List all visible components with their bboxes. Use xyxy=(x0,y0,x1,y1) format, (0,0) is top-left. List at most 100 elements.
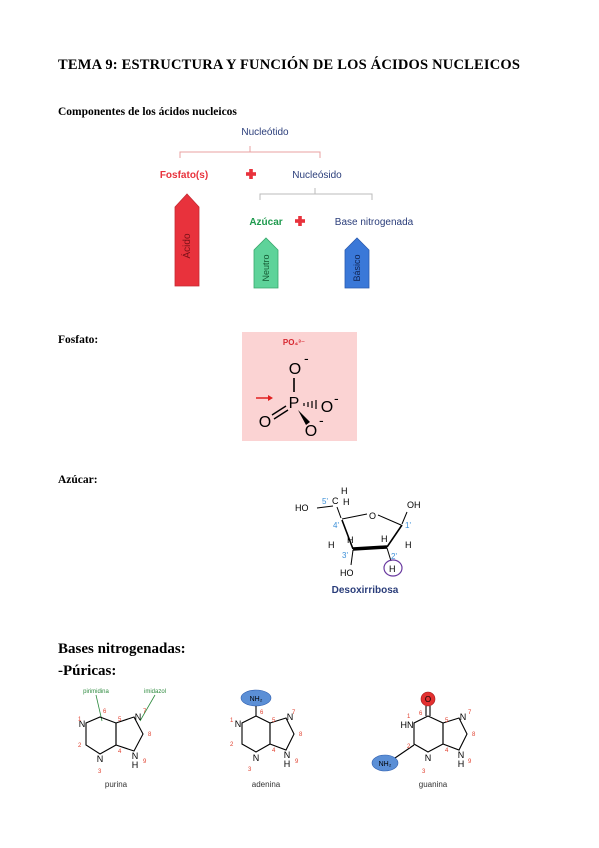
nh2-bubble xyxy=(371,754,399,772)
plus-icon-2 xyxy=(295,216,305,226)
bond-c4-o xyxy=(341,513,368,520)
plus-icon-1 xyxy=(246,169,256,179)
num-8: 8 xyxy=(299,732,303,738)
deoxyribose-structure: 5' C H H HO O 4' 1' OH H H H 3' HO H 2' … xyxy=(295,486,421,596)
purine-structure: pirimidina imidazol N N N N H 1 2 3 4 5 … xyxy=(78,689,166,789)
nh2-label: NH₂ xyxy=(250,696,263,703)
adenine-name: adenina xyxy=(252,780,281,789)
num-9: 9 xyxy=(468,759,472,765)
ho-5: HO xyxy=(295,503,309,513)
pointer-pirimidina xyxy=(95,694,103,722)
num-4: 4 xyxy=(272,748,276,754)
num-4: 4 xyxy=(445,748,449,754)
five-ring xyxy=(269,717,295,751)
six-ring xyxy=(241,715,271,753)
oxygen-left: O xyxy=(259,414,271,431)
label-5prime: 5' xyxy=(322,497,328,506)
phosphorus-atom: P xyxy=(289,395,300,412)
h-3: H xyxy=(347,535,354,545)
section-heading-components: Componentes de los ácidos nucleicos xyxy=(58,106,237,118)
sugar-name: Desoxirribosa xyxy=(332,585,399,596)
five-ring xyxy=(115,716,144,752)
page-title: TEMA 9: ESTRUCTURA Y FUNCIÓN DE LOS ÁCID… xyxy=(58,57,521,73)
label-2prime: 2' xyxy=(391,552,397,561)
num-3: 3 xyxy=(98,769,102,775)
h-5b: H xyxy=(343,497,350,507)
charge-top: - xyxy=(304,350,309,366)
bond-c5-oh xyxy=(316,505,334,509)
label-1prime: 1' xyxy=(405,521,411,530)
arrow-acido xyxy=(174,193,200,287)
section-heading-fosfato: Fosfato: xyxy=(58,334,99,346)
num-6: 6 xyxy=(103,709,107,715)
num-7: 7 xyxy=(292,710,296,716)
label-acido: Ácido xyxy=(180,233,193,258)
label-4prime: 4' xyxy=(333,521,339,530)
arrow-basico xyxy=(344,237,370,289)
phosphate-formula: PO₄³⁻ xyxy=(283,338,305,347)
bond-o-c1 xyxy=(377,514,402,526)
num-5: 5 xyxy=(272,718,276,724)
h9: H xyxy=(458,759,465,769)
num-1: 1 xyxy=(407,714,411,720)
pointer-arrow-icon xyxy=(268,395,273,401)
num-4: 4 xyxy=(118,749,122,755)
bond-c3-c2 xyxy=(352,545,388,551)
num-7: 7 xyxy=(143,709,147,715)
bond-bottom-wedge xyxy=(298,410,310,425)
h-2a: H xyxy=(381,534,388,544)
guanine-name: guanina xyxy=(419,780,448,789)
num-3: 3 xyxy=(422,769,426,775)
bond-c3-oh xyxy=(350,549,354,566)
bracket-nucleotido xyxy=(179,146,321,158)
five-ring xyxy=(442,717,468,751)
label-pirimidina: pirimidina xyxy=(83,689,109,695)
section-heading-puricas: -Púricas: xyxy=(58,663,117,679)
nucleotide-composition-diagram: Nucleótido Fosfato(s) Nucleósido Ácido A… xyxy=(160,127,414,289)
bond-c5-c4 xyxy=(336,506,342,519)
n1: N xyxy=(235,719,242,729)
num-2: 2 xyxy=(407,744,411,750)
oh-3: HO xyxy=(340,568,354,578)
charge-right: - xyxy=(334,390,339,406)
n1: N xyxy=(79,719,86,729)
label-azucar: Azúcar xyxy=(249,217,282,228)
h9: H xyxy=(284,759,291,769)
label-fosfatos: Fosfato(s) xyxy=(160,170,208,181)
h-5a: H xyxy=(341,486,348,496)
num-9: 9 xyxy=(143,759,147,765)
bond-left-1 xyxy=(271,405,287,416)
h9: H xyxy=(132,760,139,770)
num-1: 1 xyxy=(230,718,234,724)
label-3prime: 3' xyxy=(342,551,348,560)
oh-1: OH xyxy=(407,500,421,510)
phosphate-structure: PO₄³⁻ O - P O O - O - xyxy=(242,332,357,441)
oxygen-top: O xyxy=(289,361,301,378)
h-1: H xyxy=(405,540,412,550)
highlight-2prime-h xyxy=(383,559,403,577)
bond-left-2 xyxy=(273,409,289,420)
nh2-label: NH₂ xyxy=(379,761,392,768)
num-3: 3 xyxy=(248,767,252,773)
n9: N xyxy=(458,750,465,760)
bond-c2-c1 xyxy=(386,524,403,548)
n7: N xyxy=(135,712,142,722)
bond-c2-h xyxy=(386,547,392,562)
guanine-structure: O NH₂ HN N N N H 1 2 3 4 5 6 7 8 9 guani… xyxy=(371,691,476,789)
h-2b: H xyxy=(389,564,396,574)
num-6: 6 xyxy=(260,710,264,716)
phosphate-background xyxy=(242,332,357,441)
bracket-nucleosido xyxy=(259,188,373,200)
six-ring xyxy=(85,716,117,755)
six-ring xyxy=(413,715,444,753)
n3: N xyxy=(425,753,432,763)
num-5: 5 xyxy=(445,718,449,724)
label-nucleosido: Nucleósido xyxy=(292,170,342,181)
bond-c1-oh xyxy=(401,511,408,525)
section-heading-bases: Bases nitrogenadas: xyxy=(58,641,186,657)
oxygen-right: O xyxy=(321,399,333,416)
ring-oxygen: O xyxy=(369,511,376,521)
label-imidazol: imidazol xyxy=(144,689,166,695)
n7: N xyxy=(287,712,294,722)
oxygen-bottom: O xyxy=(305,423,317,440)
